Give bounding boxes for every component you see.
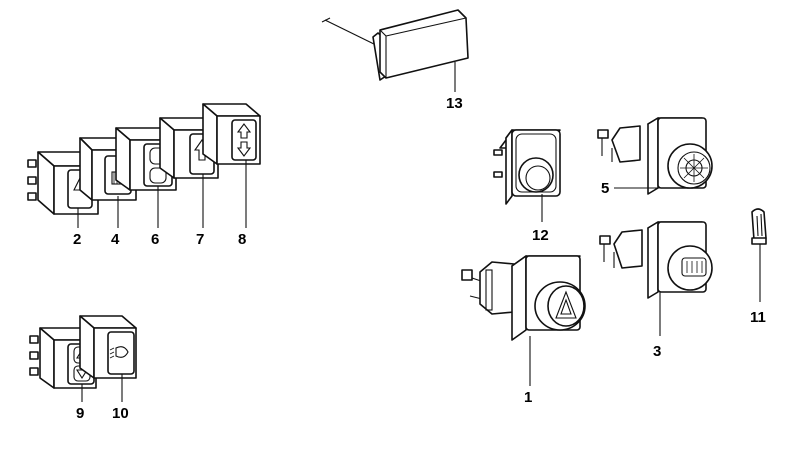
part-12-round-push-button [493,129,561,205]
part-8-window-switch [202,103,261,165]
label-12: 12 [532,227,549,244]
label-13: 13 [446,95,463,112]
label-4: 4 [111,231,120,248]
label-2: 2 [73,231,81,248]
label-11: 11 [750,309,766,326]
part-5-heater-switch [597,117,713,195]
label-9: 9 [76,405,84,422]
part-1-hazard-warning-switch [461,255,586,341]
label-8: 8 [238,231,246,248]
label-10: 10 [112,405,129,422]
label-5: 5 [601,180,609,197]
label-6: 6 [151,231,159,248]
part-10-rocker-switch-fog-light [79,315,137,379]
part-11-bulb [751,208,767,245]
label-7: 7 [196,231,204,248]
label-3: 3 [653,343,661,360]
label-1: 1 [524,389,532,406]
part-13-plate-with-pin [321,9,469,81]
part-9-window-switch-pair [29,327,97,389]
part-3-rear-defrost-switch [599,221,713,299]
